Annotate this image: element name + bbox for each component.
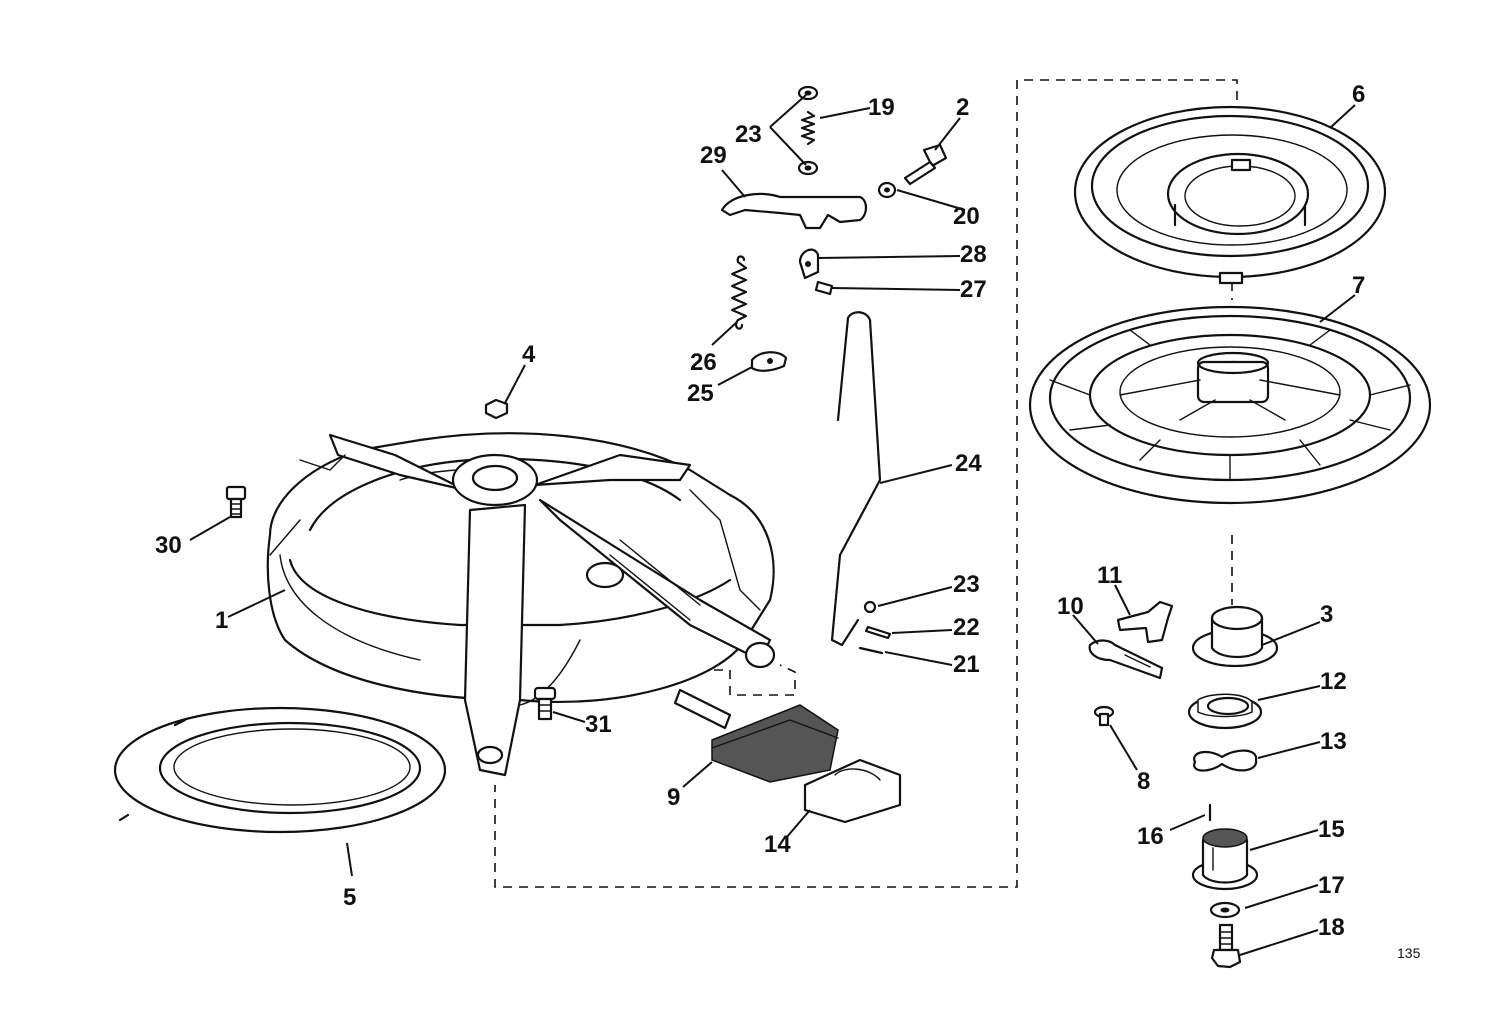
callout-labels: 1 2 3 4 5 6 7 8 9 10 11 12 13 14 15 16 1… [155,81,1365,941]
rewind-spring-part [113,706,447,834]
callout-24: 24 [955,450,982,477]
pin-part-22 [864,625,892,640]
small-spring-part [800,110,816,146]
bolt-part-2 [903,143,948,186]
callout-8: 8 [1137,768,1150,795]
callout-29: 29 [700,142,727,169]
spring-cover-part [1073,105,1387,285]
callout-14: 14 [764,831,791,858]
callout-22: 22 [953,614,980,641]
link-rod-part [830,311,882,647]
callout-9: 9 [667,784,680,811]
callout-16: 16 [1137,823,1164,850]
callout-23-upper: 23 [735,121,762,148]
screw-part-8 [1093,705,1115,727]
callout-12: 12 [1320,668,1347,695]
cam-part [798,248,820,280]
callout-5: 5 [343,884,356,911]
callout-13: 13 [1320,728,1347,755]
screw-part-30 [225,485,247,519]
callout-11: 11 [1097,562,1122,589]
callout-15: 15 [1318,816,1345,843]
callout-26: 26 [690,349,717,376]
handle-insert-part [803,758,902,824]
callout-23-lower: 23 [953,571,980,598]
callout-19: 19 [868,94,895,121]
brake-ring-part [1187,693,1263,730]
callout-30: 30 [155,532,182,559]
page-number: 135 [1397,945,1421,961]
starter-handle-part [673,688,839,783]
ball-part-23-lower [863,600,877,614]
callout-25: 25 [687,380,714,407]
hub-part [1191,605,1279,668]
starter-housing-part [266,432,776,777]
callout-2: 2 [956,94,969,121]
callout-4: 4 [522,341,536,368]
bolt-part-18 [1210,923,1242,969]
callout-21: 21 [953,651,980,678]
callout-3: 3 [1320,601,1333,628]
pin-part-21 [858,646,884,655]
callout-17: 17 [1318,872,1345,899]
lever-part [720,192,868,230]
callout-27: 27 [960,276,987,303]
plate-part-25 [750,351,788,372]
callout-18: 18 [1318,914,1345,941]
leader-lines [189,94,1356,956]
washer-part-23-upper [797,85,819,176]
screw-part-31 [533,686,557,721]
callout-31: 31 [585,711,612,738]
brake-spring-part [1193,749,1258,772]
drive-hub-part [1191,828,1259,891]
extension-spring-part [730,255,748,330]
pawl-plate-part [1088,639,1164,680]
rope-pulley-part [1028,305,1432,505]
callout-7: 7 [1352,272,1365,299]
pawl-part [1116,600,1174,644]
washer-part-20 [877,181,897,199]
washer-part-17 [1209,901,1241,919]
set-screw-part-27 [814,280,834,296]
nut-part [484,398,509,420]
callout-1: 1 [215,607,228,634]
callout-10: 10 [1057,593,1084,620]
callout-6: 6 [1352,81,1365,108]
callout-20: 20 [953,203,980,230]
callout-28: 28 [960,241,987,268]
